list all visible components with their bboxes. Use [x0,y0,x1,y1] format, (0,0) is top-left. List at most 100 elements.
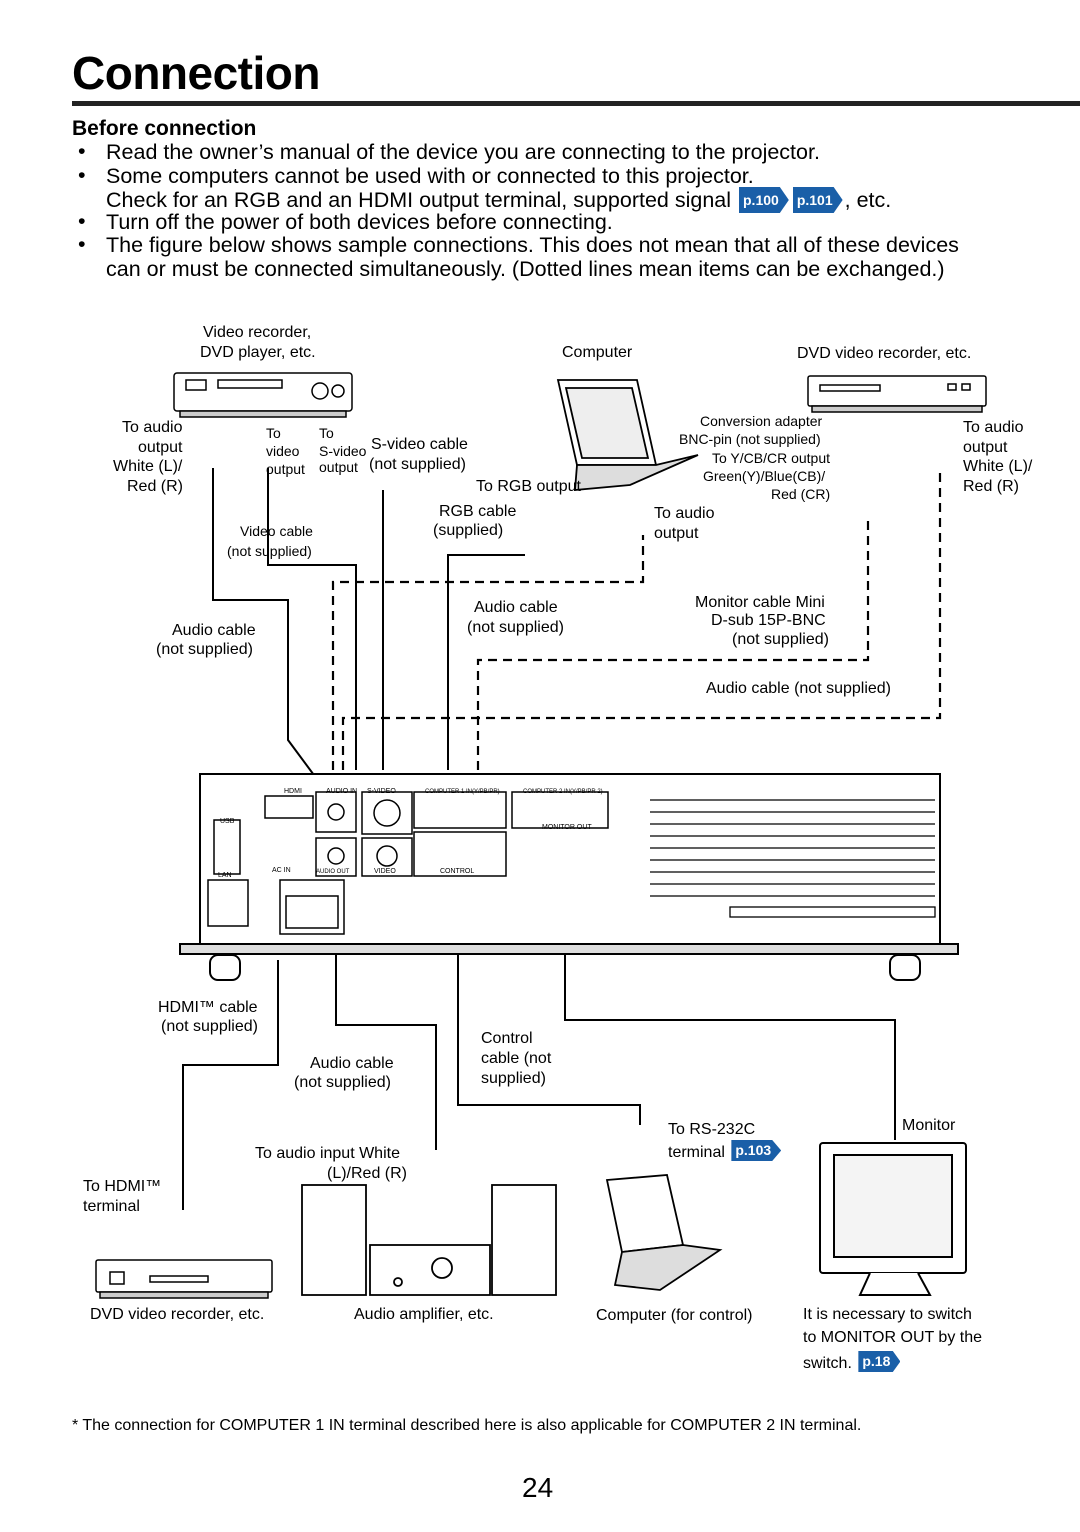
to-hdmi-label: To HDMI™ [83,1178,162,1195]
supplied-close-label: supplied) [481,1070,546,1087]
green-blue-label: Green(Y)/Blue(CB)/ [703,468,826,484]
page-ref-badge[interactable]: p.101 [792,187,843,213]
right-red-label: Red (R) [963,478,1020,495]
video-recorder-label: Video recorder, [203,324,312,341]
red-cr-label: Red (CR) [771,486,831,502]
monitor-label: Monitor [902,1117,956,1134]
s-video-cable-label: S-video cable [371,436,468,453]
bullet-text: Read the owner’s manual of the device yo… [106,140,820,164]
audio-cable-right-label: Audio cable (not supplied) [706,680,892,697]
red-r-label: Red (R) [127,478,184,495]
rgb-supplied-label: (supplied) [433,522,504,539]
etc-text: , etc. [844,188,892,212]
white-l-label: White (L)/ [113,458,183,475]
video-recorder-icon [173,372,353,418]
right-output-label: output [963,439,1008,456]
audio-amplifier-label: Audio amplifier, etc. [354,1306,494,1323]
bullet-text: Check for an RGB and an HDMI output term… [106,188,732,212]
to-rgb-output-label: To RGB output [476,478,581,495]
laptop-icon [556,379,699,491]
hdmi-cable-label: HDMI™ cable [158,999,258,1016]
page-ref-badge[interactable]: p.103 [731,1140,782,1161]
to-rs232c-label: To RS-232C [668,1121,756,1138]
port-lan-label: LAN [218,872,232,879]
title-rule [72,101,1080,106]
s-video-label: S-video [319,443,367,459]
computer-label: Computer [562,344,633,361]
port-monitor-out-label: MONITOR OUT [542,824,592,831]
to-audio-label: To audio [122,419,183,436]
port-audio-out-label: AUDIO OUT [316,869,350,875]
audio-cable-left-not-supplied-label: (not supplied) [156,641,253,658]
audio-cable-left-label: Audio cable [172,622,256,639]
bullet-mark: • [78,209,86,233]
bullet-text: Turn off the power of both devices befor… [106,210,613,234]
dvd-player-label: DVD player, etc. [200,344,316,361]
port-svideo-label: S-VIDEO [367,788,396,795]
control-laptop-icon [605,1174,723,1291]
s-video-not-supplied-label: (not supplied) [369,456,466,473]
to-audio-computer-label: To audio [654,505,715,522]
monitor-cable-not-supplied-label: (not supplied) [732,631,829,648]
rgb-cable-label: RGB cable [439,503,517,520]
dvd-recorder-icon [807,375,987,413]
projector-icon [179,773,959,981]
audio-output-computer-label: output [654,525,699,542]
port-comp2-label: COMPUTER 2 IN(Y/PB/PR 2) [523,789,603,795]
conversion-adapter-label: Conversion adapter [700,413,823,429]
to-label-2: To [319,425,334,441]
switch-note-2: to MONITOR OUT by the [803,1329,983,1346]
section-title: Before connection [72,117,257,140]
video-cable-not-supplied-label: (not supplied) [227,543,312,559]
bullet-text: The figure below shows sample connection… [106,233,959,257]
output-label: output [138,439,183,456]
video-output-label: output [266,461,305,477]
port-acin-label: AC IN [272,867,291,874]
bullet-text: can or must be connected simultaneously.… [106,257,945,281]
port-audio-in-label: AUDIO IN [326,788,358,795]
to-ycbcr-label: To Y/CB/CR output [712,450,831,466]
bullet-text: Some computers cannot be used with or co… [106,164,754,188]
video-label: video [266,443,300,459]
dvd-recorder-top-label: DVD video recorder, etc. [797,345,972,362]
video-cable-label: Video cable [240,523,313,539]
audio-cable-mid-not-supplied-label: (not supplied) [467,619,564,636]
audio-cable-bottom-label: Audio cable [310,1055,394,1072]
right-to-audio-label: To audio [963,419,1024,436]
hdmi-terminal-label: terminal [83,1198,140,1215]
l-red-r-label: (L)/Red (R) [327,1165,408,1182]
control-label: Control [481,1030,533,1047]
to-label: To [266,425,281,441]
bnc-pin-label: BNC-pin (not supplied) [679,431,821,447]
speaker-icon [301,1184,557,1296]
monitor-icon [819,1142,967,1296]
dvd-recorder-bottom-icon [95,1259,273,1299]
port-usb-label: USB [220,818,235,825]
port-hdmi-label: HDMI [284,788,302,795]
s-video-output-label: output [319,459,358,475]
monitor-cable-label: Monitor cable Mini [695,594,825,611]
switch-note-3: switch. p.18 [803,1351,902,1373]
page-ref-badge[interactable]: p.100 [739,187,789,213]
bullet-mark: • [78,139,86,163]
to-audio-input-label: To audio input White [255,1145,400,1162]
cable-not-label: cable (not [481,1050,552,1067]
dvd-recorder-bottom-label: DVD video recorder, etc. [90,1306,265,1323]
rs232c-terminal-label: terminal p.103 [668,1140,783,1162]
right-white-label: White (L)/ [963,458,1033,475]
dsub-label: D-sub 15P-BNC [711,612,826,629]
port-control-label: CONTROL [440,868,475,875]
page-title: Connection [72,47,320,99]
port-comp1-label: COMPUTER 1 IN(Y/PB/PR) [425,789,500,795]
footnote: * The connection for COMPUTER 1 IN termi… [72,1417,862,1434]
bullet-mark: • [78,232,86,256]
audio-cable-bottom-not-supplied-label: (not supplied) [294,1074,391,1091]
page-number: 24 [522,1472,554,1503]
computer-control-label: Computer (for control) [596,1307,753,1324]
audio-cable-mid-label: Audio cable [474,599,558,616]
bullet-mark: • [78,163,86,187]
hdmi-not-supplied-label: (not supplied) [161,1018,258,1035]
page-ref-badge[interactable]: p.18 [858,1351,901,1372]
port-video-label: VIDEO [374,868,396,875]
connection-diagram [95,372,987,1299]
